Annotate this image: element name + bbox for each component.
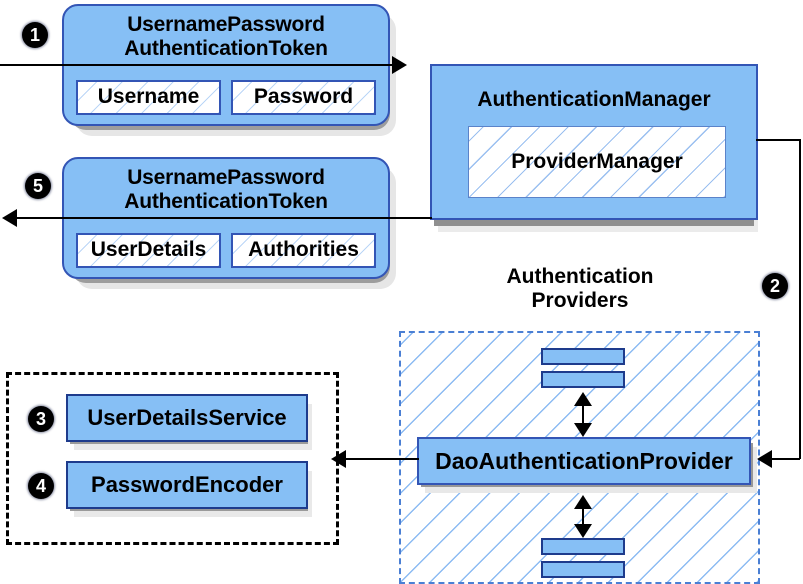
manager-to-providers-line-h-top bbox=[756, 139, 801, 141]
other-provider-stub-bottom-1[interactable] bbox=[541, 538, 625, 555]
userdetails-service-card[interactable]: UserDetailsService bbox=[66, 394, 308, 442]
request-token-field-password: Password bbox=[231, 80, 376, 115]
response-token-line bbox=[16, 217, 432, 219]
step-badge-4: 4 bbox=[28, 473, 54, 499]
providers-inbound-arrowhead bbox=[757, 450, 772, 468]
providers-top-arrow-up bbox=[574, 392, 592, 406]
step-badge-1: 1 bbox=[22, 22, 48, 48]
providers-bottom-arrow-up bbox=[574, 495, 592, 509]
response-token-title-line2: AuthenticationToken bbox=[124, 190, 328, 213]
step-badge-3: 3 bbox=[28, 406, 54, 432]
request-token-fields: Username Password bbox=[76, 80, 376, 115]
password-encoder-card[interactable]: PasswordEncoder bbox=[66, 461, 308, 509]
providers-top-arrow-shaft bbox=[582, 398, 584, 426]
provider-manager-label: ProviderManager bbox=[511, 150, 683, 173]
dao-authentication-provider-card[interactable]: DaoAuthenticationProvider bbox=[417, 437, 751, 485]
response-token-field-authorities: Authorities bbox=[231, 233, 376, 268]
response-token-field-userdetails: UserDetails bbox=[76, 233, 221, 268]
step-badge-5: 5 bbox=[25, 173, 51, 199]
authentication-manager-title: AuthenticationManager bbox=[477, 88, 711, 111]
manager-to-providers-line-h-bottom bbox=[772, 458, 800, 460]
providers-bottom-arrow-down bbox=[574, 524, 592, 538]
authentication-providers-caption-line2: Providers bbox=[531, 289, 629, 312]
response-token-arrowhead bbox=[2, 209, 17, 227]
provider-manager-box[interactable]: ProviderManager bbox=[468, 126, 726, 198]
request-token-field-username: Username bbox=[76, 80, 221, 115]
providers-top-arrow-down bbox=[574, 423, 592, 437]
provider-to-dependencies-arrowhead bbox=[331, 450, 346, 468]
response-token-title-line1: UsernamePassword bbox=[127, 166, 325, 189]
request-token-title-line1: UsernamePassword bbox=[127, 13, 325, 36]
authentication-providers-caption-line1: Authentication bbox=[506, 265, 654, 288]
response-token-fields: UserDetails Authorities bbox=[76, 233, 376, 268]
authentication-manager-card[interactable]: AuthenticationManager ProviderManager bbox=[430, 64, 758, 220]
authentication-providers-caption: Authentication Providers bbox=[440, 265, 720, 313]
provider-to-dependencies-line bbox=[345, 458, 419, 460]
manager-to-providers-line-v bbox=[799, 139, 801, 459]
other-provider-stub-top-2[interactable] bbox=[541, 371, 625, 388]
other-provider-stub-bottom-2[interactable] bbox=[541, 561, 625, 578]
incoming-request-arrowhead bbox=[392, 56, 407, 74]
other-provider-stub-top-1[interactable] bbox=[541, 348, 625, 365]
request-token-title-line2: AuthenticationToken bbox=[124, 37, 328, 60]
providers-bottom-arrow-shaft bbox=[582, 501, 584, 527]
incoming-request-line bbox=[0, 64, 392, 66]
step-badge-2: 2 bbox=[762, 273, 788, 299]
